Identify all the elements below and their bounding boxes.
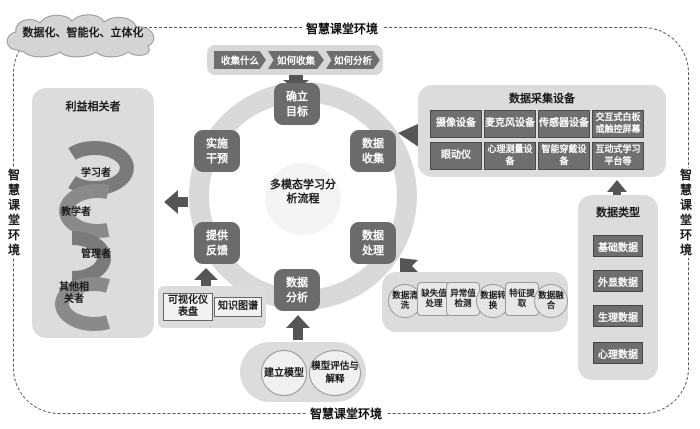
devices-title: 数据采集设备 [509,92,575,105]
device-microphone: 麦克风设备 [484,110,536,138]
analysis-build-model: 建立模型 [261,350,307,396]
node-set-goal-line1: 确立 [286,90,308,103]
node-data-processing: 数据 处理 [350,222,396,264]
node-intervene: 实施 干预 [194,130,240,172]
node-provide-feedback-line1: 提供 [206,229,228,242]
node-intervene-line1: 实施 [206,137,228,150]
processing-step-transform: 数据转换 [476,284,510,318]
node-data-processing-line1: 数据 [362,229,384,242]
question-how-analyze: 如何分析 [326,51,380,69]
device-wearable: 智能穿戴设备 [538,142,590,170]
node-data-analysis: 数据 分析 [274,269,320,311]
cloud-text: 数据化、智能化、立体化 [22,26,144,39]
node-data-processing-line2: 处理 [362,244,384,257]
node-data-collection: 数据 收集 [350,130,396,172]
environment-label-right: 智慧课堂环境 [679,168,693,258]
stakeholders-title: 利益相关者 [65,100,121,113]
device-whiteboard: 交互式白板或触控屏幕 [592,110,644,138]
environment-label-left: 智慧课堂环境 [7,168,21,258]
node-data-analysis-line1: 数据 [286,276,308,289]
processing-step-feature: 特征提取 [505,282,539,316]
node-intervene-line2: 干预 [206,152,228,165]
stakeholder-manager: 管理者 [81,249,111,260]
environment-label-bottom: 智慧课堂环境 [306,405,387,422]
stakeholders-flow-graphic [55,141,134,331]
cloud-shape: 数据化、智能化、立体化 [2,10,164,58]
data-types-title: 数据类型 [596,206,640,219]
feedback-tool-dashboard: 可视化仪表盘 [163,293,213,321]
processing-step-outlier: 异常值检测 [446,282,480,316]
question-what: 收集什么 [214,51,266,69]
data-type-explicit: 外显数据 [593,270,643,292]
device-eye-tracker: 眼动仪 [430,142,482,170]
center-circle [265,163,341,235]
node-provide-feedback-line2: 反馈 [206,244,228,257]
device-camera: 摄像设备 [430,110,482,138]
stakeholder-learner: 学习者 [81,168,111,179]
node-provide-feedback: 提供 反馈 [194,222,240,264]
data-type-physiological: 生理数据 [593,305,643,327]
node-data-analysis-line2: 分析 [286,291,308,304]
cloud-icon [6,14,155,58]
feedback-tool-knowledge-graph: 知识图谱 [214,297,262,317]
node-set-goal: 确立 目标 [274,83,320,125]
stakeholder-teacher: 教学者 [61,207,91,218]
environment-label-top: 智慧课堂环境 [302,20,383,37]
analysis-evaluate-model: 模型评估与解释 [309,350,361,396]
data-type-basic: 基础数据 [593,235,643,257]
node-data-collection-line1: 数据 [362,137,384,150]
question-how-collect: 如何收集 [268,51,324,69]
stakeholder-others: 其他相关者 [59,282,89,305]
processing-step-clean: 数据清洗 [388,284,422,318]
center-text: 多模态学习分析流程 [270,178,336,205]
device-sensor: 传感器设备 [538,110,590,138]
device-interactive-platform: 互动式学习平台等 [592,142,644,170]
device-psych-measure: 心理测量设备 [484,142,536,170]
processing-step-fusion: 数据融合 [534,284,568,318]
node-data-collection-line2: 收集 [362,152,384,165]
node-set-goal-line2: 目标 [286,105,308,118]
data-type-psychological: 心理数据 [593,342,643,364]
stakeholders-panel [32,88,154,338]
processing-step-missing: 缺失值处理 [417,282,451,316]
